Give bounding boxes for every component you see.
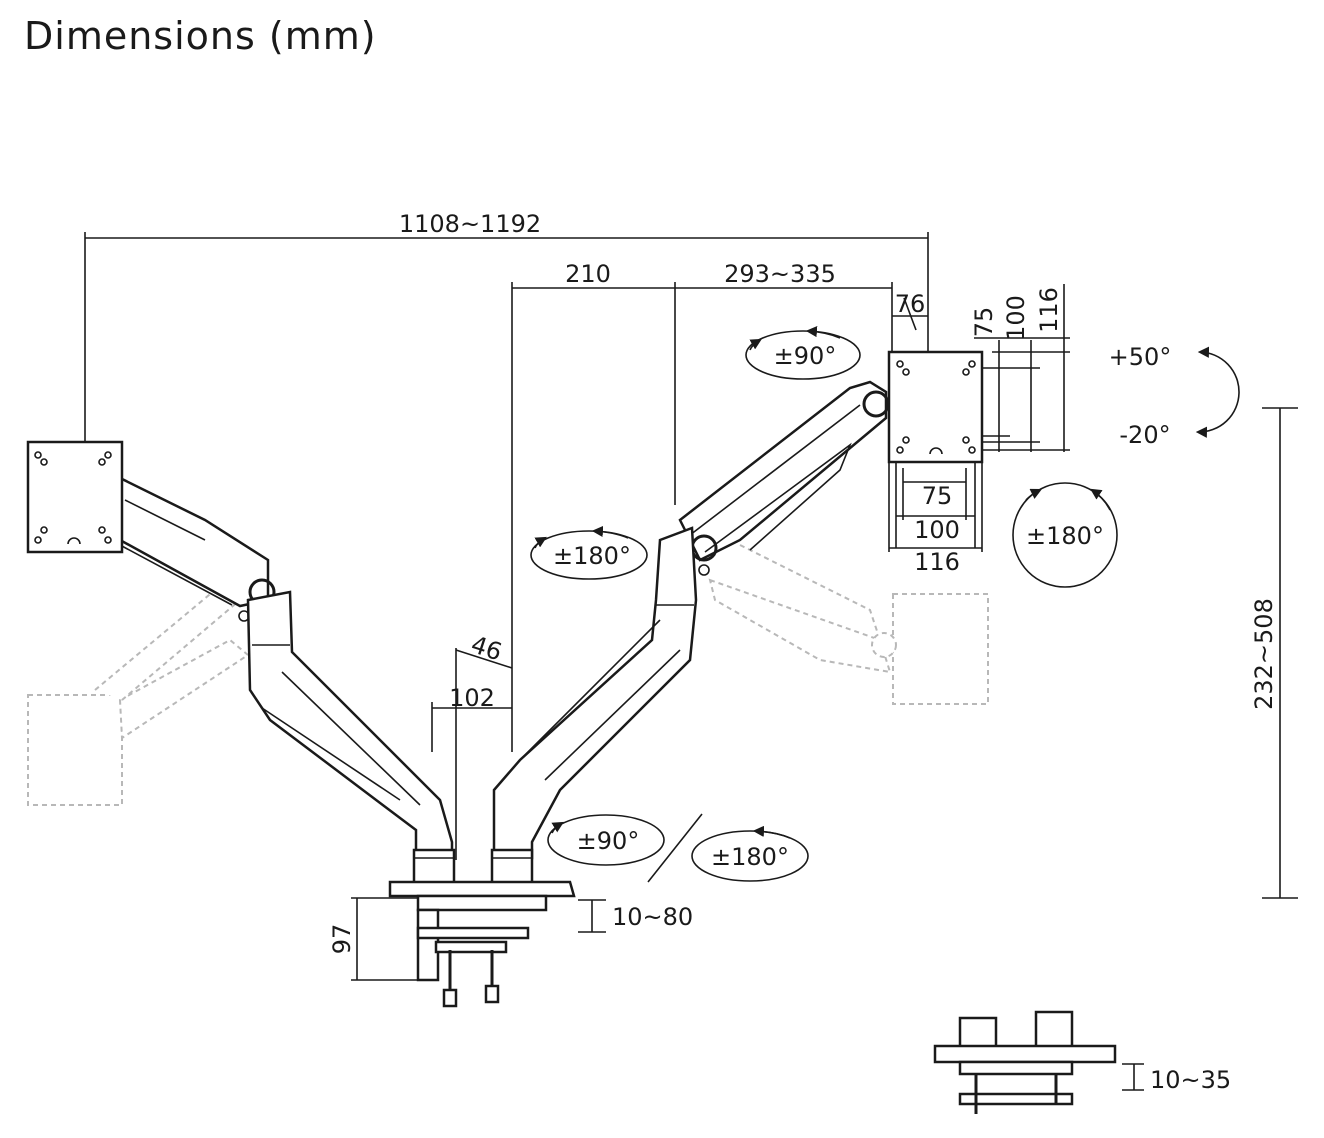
rot-elbow: ±180° <box>553 542 631 570</box>
dim-76: 76 <box>895 290 926 318</box>
dim-102: 102 <box>449 684 495 712</box>
ghost-right-arm <box>708 544 989 705</box>
left-arm <box>118 475 456 888</box>
grommet-mount <box>933 1010 1117 1114</box>
rot-base-rotate: ±180° <box>711 843 789 871</box>
dim-grommet-range: 10~35 <box>1150 1066 1231 1094</box>
dim-vesa-h-100: 100 <box>914 516 960 544</box>
dim-vesa-v-75: 75 <box>970 307 998 338</box>
rot-head-swivel: ±90° <box>774 342 837 370</box>
dim-vesa-v-116: 116 <box>1035 287 1063 333</box>
dim-vesa-h-116: 116 <box>914 548 960 576</box>
dim-46: 46 <box>468 630 506 666</box>
rot-tilt-up: +50° <box>1109 343 1172 371</box>
desk-clamp <box>388 880 576 1008</box>
rot-tilt-down: -20° <box>1119 421 1170 449</box>
page-title: Dimensions (mm) <box>24 14 377 58</box>
dim-clamp-range: 10~80 <box>612 903 693 931</box>
dim-210: 210 <box>565 260 611 288</box>
dim-97: 97 <box>328 924 356 955</box>
dim-vesa-h-75: 75 <box>922 482 953 510</box>
dimension-labels: 1108~1192 210 293~335 76 75 100 116 75 1… <box>328 210 1278 1094</box>
right-arm <box>490 380 890 888</box>
dim-height-range: 232~508 <box>1250 598 1278 710</box>
dim-total-width: 1108~1192 <box>399 210 541 238</box>
rot-rotate: ±180° <box>1026 522 1104 550</box>
dim-arm-reach: 293~335 <box>724 260 836 288</box>
left-vesa-plate <box>26 440 124 554</box>
right-vesa-plate <box>887 350 984 464</box>
dim-vesa-v-100: 100 <box>1002 295 1030 341</box>
rot-base-swivel: ±90° <box>577 827 640 855</box>
ghost-left-arm <box>27 567 250 806</box>
rotation-arrows <box>530 326 1240 882</box>
